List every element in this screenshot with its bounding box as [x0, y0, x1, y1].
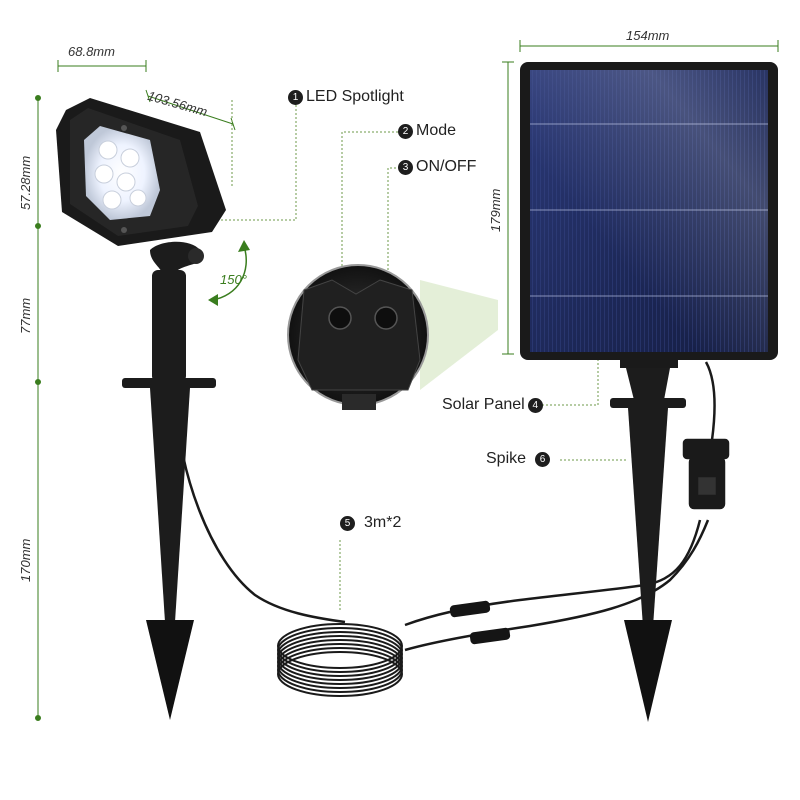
callout-number: 3 — [398, 159, 413, 175]
callout-spike: Spike 6 — [486, 450, 551, 468]
callout-solar-panel: Solar Panel 4 — [442, 396, 543, 414]
callout-number: 5 — [340, 515, 355, 531]
spotlight-head — [56, 98, 226, 246]
callout-text: Spike — [486, 450, 527, 467]
angle-label: 150° — [220, 272, 247, 287]
panel-height-dimension: 179mm — [488, 188, 503, 232]
solar-panel — [520, 62, 778, 368]
stake-height-dimension: 170mm — [18, 538, 33, 582]
spot-height-dimension: 57.28mm — [18, 155, 33, 210]
callout-number: 1 — [288, 89, 303, 105]
callout-text: ON/OFF — [416, 158, 477, 175]
callout-number: 4 — [527, 397, 543, 413]
callout-number: 2 — [398, 123, 413, 139]
callout-text: Solar Panel — [442, 396, 525, 413]
connectors — [449, 600, 511, 645]
callout-cable-length: 5 3m*2 — [340, 514, 401, 532]
spotlight-stake — [122, 241, 216, 720]
callout-text: LED Spotlight — [306, 88, 404, 105]
callout-led-spotlight: 1 LED Spotlight — [288, 88, 404, 106]
coiled-cable — [277, 623, 403, 697]
callout-on-off: 3 ON/OFF — [398, 158, 476, 176]
solar-spike — [610, 368, 686, 722]
callout-lines — [145, 99, 628, 610]
spot-width-dimension: 68.8mm — [68, 44, 115, 59]
angle-arrow — [208, 240, 250, 306]
switch-detail-zoom — [287, 264, 498, 410]
callout-number: 6 — [535, 451, 551, 467]
power-button-icon — [374, 306, 398, 330]
mode-button-icon — [328, 306, 352, 330]
callout-text: Mode — [416, 122, 457, 139]
panel-width-dimension: 154mm — [626, 28, 670, 43]
callout-text: 3m*2 — [364, 514, 402, 531]
callout-mode: 2 Mode — [398, 122, 456, 140]
stem-height-dimension: 77mm — [18, 297, 33, 334]
